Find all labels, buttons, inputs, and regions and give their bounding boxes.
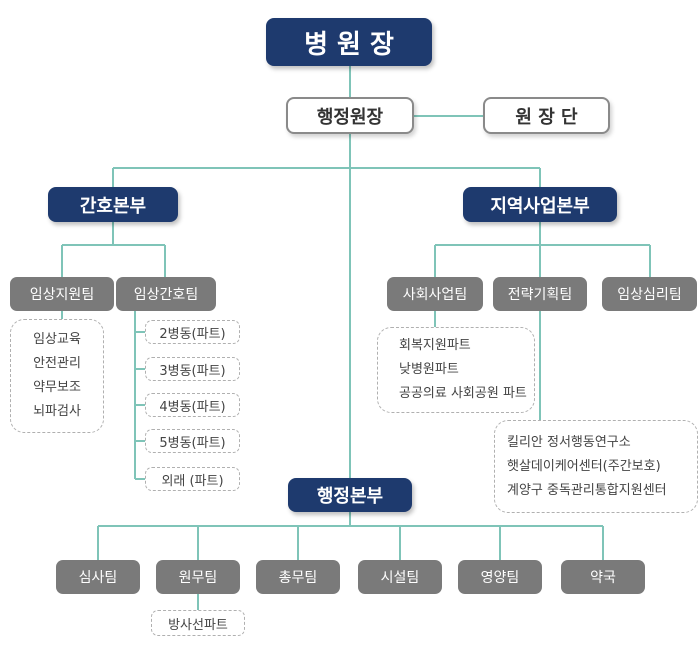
admin-team-box: 심사팀: [56, 560, 140, 594]
ward-box: 3병동(파트): [145, 357, 240, 381]
nursing-division-box: 간호본부: [48, 187, 178, 222]
ward-box: 외래 (파트): [145, 467, 240, 491]
list-item: 공공의료 사회공원 파트: [399, 386, 527, 401]
director-group-box: 원 장 단: [483, 97, 610, 134]
list-item: 뇌파검사: [33, 404, 81, 419]
ward-box: 4병동(파트): [145, 393, 240, 417]
clinical-nursing-team-box: 임상간호팀: [116, 277, 216, 311]
ward-box: 2병동(파트): [145, 320, 240, 344]
list-item: 계양구 중독관리통합지원센터: [507, 482, 667, 498]
list-item: 낮병원파트: [399, 362, 459, 377]
admin-team-box: 총무팀: [256, 560, 340, 594]
ward-box: 5병동(파트): [145, 429, 240, 453]
list-item: 킬리안 정서행동연구소: [507, 434, 631, 450]
social-work-parts: 회복지원파트 낮병원파트 공공의료 사회공원 파트: [377, 327, 535, 413]
hospital-director-box: 병 원 장: [266, 18, 432, 66]
strategic-planning-team-box: 전략기획팀: [493, 277, 587, 311]
list-item: 회복지원파트: [399, 338, 471, 353]
radiology-part-box: 방사선파트: [151, 610, 245, 636]
community-division-box: 지역사업본부: [463, 187, 617, 222]
strategic-planning-centers: 킬리안 정서행동연구소 햇살데이케어센터(주간보호) 계양구 중독관리통합지원센…: [494, 420, 698, 513]
clinical-psychology-team-box: 임상심리팀: [602, 277, 697, 311]
clinical-support-items: 임상교육 안전관리 약무보조 뇌파검사: [10, 319, 104, 433]
admin-team-box: 원무팀: [156, 560, 240, 594]
admin-team-box: 영양팀: [458, 560, 542, 594]
list-item: 약무보조: [33, 380, 81, 395]
social-work-team-box: 사회사업팀: [387, 277, 483, 311]
admin-director-box: 행정원장: [286, 97, 414, 134]
admin-team-box: 시설팀: [358, 560, 442, 594]
list-item: 안전관리: [33, 356, 81, 371]
administration-division-box: 행정본부: [288, 478, 412, 512]
admin-team-box: 약국: [561, 560, 645, 594]
list-item: 임상교육: [33, 332, 81, 347]
list-item: 햇살데이케어센터(주간보호): [507, 458, 661, 474]
clinical-support-team-box: 임상지원팀: [10, 277, 114, 311]
